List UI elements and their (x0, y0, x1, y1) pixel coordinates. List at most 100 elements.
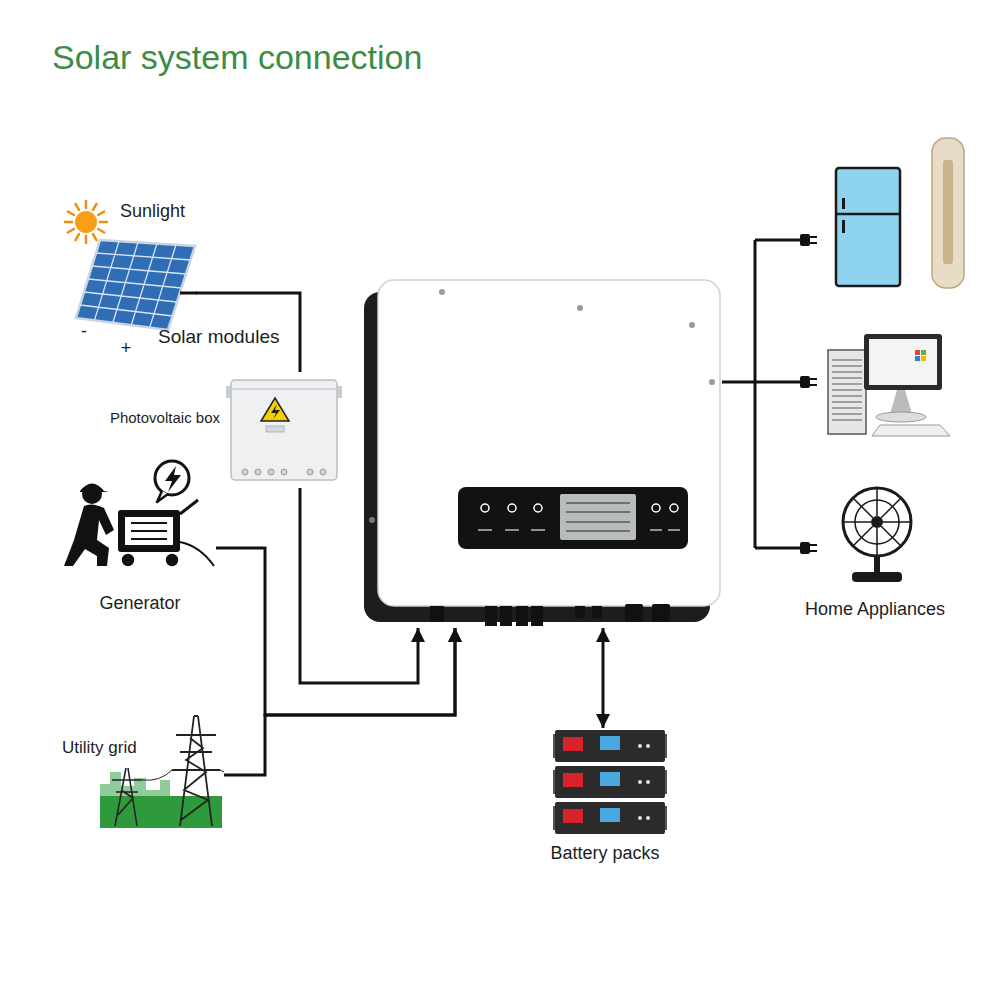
appliance-branch-wires (755, 240, 800, 548)
battery-pack-icon (555, 766, 665, 798)
plug-symbol (810, 544, 817, 546)
generator-icon (155, 461, 189, 495)
battery-pack-icon (638, 816, 642, 820)
photovoltaic-box-icon (320, 469, 326, 475)
connector-line (224, 628, 455, 775)
utility-grid-icon (112, 768, 142, 826)
inverter-icon (478, 529, 680, 531)
inverter-icon (709, 379, 715, 385)
home-appliances-node: Home Appliances (800, 130, 970, 592)
battery-pack-icon (646, 744, 650, 748)
fan-icon (871, 516, 883, 528)
computer-icon (828, 334, 950, 436)
plug-symbol (800, 376, 810, 388)
battery-pack-icon (646, 816, 650, 820)
battery-pack-icon (563, 809, 583, 823)
inverter-icon (516, 606, 528, 626)
node-label: Generator (99, 593, 180, 614)
computer-icon (864, 334, 942, 390)
inverter-icon (575, 606, 585, 618)
refrigerator-icon (836, 168, 900, 286)
battery-pack-icon (600, 772, 620, 786)
sunlight-label: Sunlight (120, 201, 185, 222)
diagram-title: Solar system connection (52, 38, 422, 77)
photovoltaic-box-icon (268, 469, 274, 475)
photovoltaic-box-icon (255, 469, 261, 475)
photovoltaic-box-icon (271, 404, 280, 419)
computer-icon (872, 425, 950, 436)
generator-icon (121, 553, 135, 567)
battery-packs-node: Battery packs (552, 728, 668, 838)
connector-line (300, 488, 418, 683)
generator-icon (180, 500, 198, 514)
inverter-icon (378, 280, 720, 606)
inverter-icon (592, 606, 602, 618)
plug-symbol (800, 234, 810, 246)
battery-pack-icon (563, 737, 583, 751)
battery-pack-icon (638, 780, 642, 784)
generator-node: Generator (60, 456, 216, 574)
solar-panel-icon (76, 240, 195, 330)
computer-icon (828, 350, 866, 434)
panel-wire (180, 293, 197, 294)
generator-icon (165, 553, 179, 567)
generator-icon (125, 517, 173, 545)
fan-icon (852, 572, 902, 582)
polarity-sign: - (81, 321, 87, 342)
generator-icon (80, 484, 109, 493)
air-conditioner-icon (932, 138, 964, 288)
computer-icon (915, 356, 920, 361)
photovoltaic-box-icon (266, 426, 284, 432)
computer-icon (921, 356, 926, 361)
node-label: Utility grid (62, 738, 137, 758)
computer-icon (921, 350, 926, 355)
sun-icon (65, 201, 107, 243)
node-label: Battery packs (550, 843, 659, 864)
photovoltaic-box-node: Photovoltaic box (228, 372, 342, 488)
photovoltaic-box-icon (281, 469, 287, 475)
sun-icon (65, 201, 107, 243)
photovoltaic-box-icon (242, 469, 248, 475)
battery-pack-icon (646, 780, 650, 784)
photovoltaic-box-icon (231, 388, 337, 390)
sun-icon (75, 211, 97, 233)
inverter-icon (439, 289, 445, 295)
inverter-icon (560, 494, 636, 540)
solar-panel-icon (76, 240, 195, 330)
utility-grid-icon (172, 716, 220, 826)
computer-icon (876, 412, 926, 422)
node-label: Solar modules (158, 326, 279, 348)
photovoltaic-box-icon (307, 469, 313, 475)
plug-symbol (810, 550, 817, 552)
inverter-icon (364, 280, 720, 626)
air-conditioner-icon (943, 160, 953, 264)
inverter-icon (625, 604, 643, 622)
refrigerator-icon (842, 198, 845, 209)
inverter-icon (566, 503, 630, 531)
inverter-icon (458, 487, 688, 549)
battery-pack-icon (563, 773, 583, 787)
plug-symbol (800, 234, 817, 554)
inverter-icon (689, 322, 695, 328)
inverter-icon (577, 305, 583, 311)
computer-icon (869, 339, 937, 385)
inverter-icon (652, 604, 670, 622)
computer-icon (832, 360, 862, 420)
generator-icon (64, 504, 114, 566)
node-label: Home Appliances (805, 599, 945, 620)
inverter-icon (481, 504, 489, 512)
refrigerator-icon (836, 168, 900, 286)
inverter-icon (485, 606, 497, 626)
fan-icon (843, 488, 911, 556)
inverter-icon (652, 504, 660, 512)
solar-modules-node: Solar modules (72, 236, 196, 322)
panel-wire (180, 292, 197, 295)
inverter-icon (500, 606, 512, 626)
plug-symbol (810, 378, 817, 380)
computer-icon (915, 350, 920, 355)
photovoltaic-box-icon (261, 398, 289, 421)
